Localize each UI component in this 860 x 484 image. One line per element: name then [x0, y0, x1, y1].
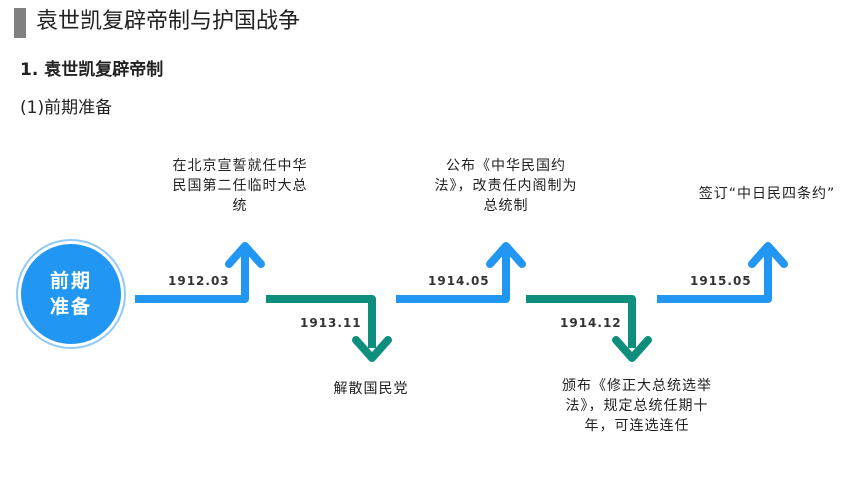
event-1913-11: 解散国民党 — [333, 381, 409, 397]
date-1914-12: 1914.12 — [560, 316, 622, 330]
hub-circle: 前期准备 — [21, 244, 121, 344]
arrow-1915-05-head — [748, 242, 788, 268]
arrow-1913-11 — [266, 295, 376, 348]
arrow-1914-05 — [396, 250, 510, 303]
subsection-title: (1)前期准备 — [20, 98, 113, 118]
event-1915-05: 签订“中日民四条约” — [698, 186, 836, 202]
arrow-1912-03-head — [225, 242, 265, 268]
hub-label: 前期准备 — [49, 270, 92, 318]
arrow-1914-12 — [526, 295, 636, 348]
page-title: 袁世凯复辟帝制与护国战争 — [36, 9, 301, 34]
arrow-1914-12-head — [612, 336, 652, 362]
arrow-1913-11-head — [352, 336, 392, 362]
arrow-1912-03 — [135, 250, 249, 303]
event-1914-12: 颁布《修正大总统选举法》，规定总统任期十年，可连选连任 — [562, 378, 712, 434]
event-1914-05: 公布《中华民国约法》，改责任内阁制为总统制 — [434, 158, 578, 214]
date-1913-11: 1913.11 — [300, 316, 362, 330]
date-1914-05: 1914.05 — [428, 274, 490, 288]
arrow-1915-05 — [657, 250, 772, 303]
event-1912-03: 在北京宣誓就任中华民国第二任临时大总统 — [172, 158, 308, 214]
date-1915-05: 1915.05 — [690, 274, 752, 288]
section-title: 1. 袁世凯复辟帝制 — [20, 60, 164, 80]
date-1912-03: 1912.03 — [168, 274, 230, 288]
title-accent-bar — [14, 8, 26, 38]
arrow-1914-05-head — [486, 242, 526, 268]
